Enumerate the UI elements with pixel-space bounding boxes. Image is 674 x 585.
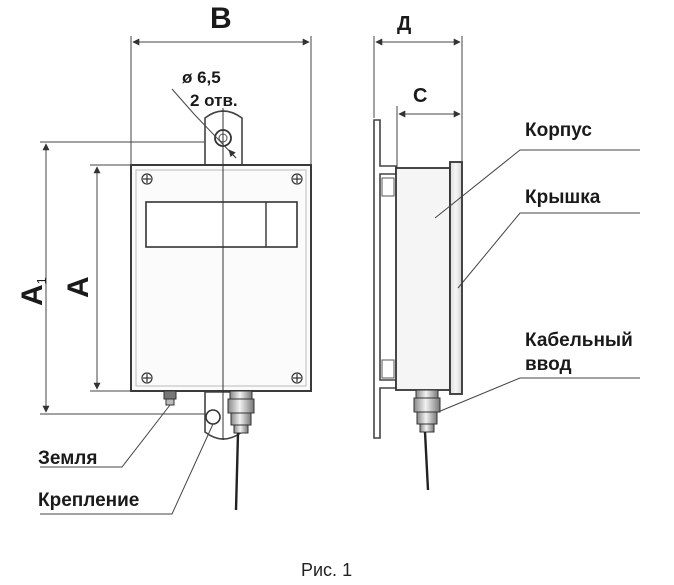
dimension-a-label: А bbox=[62, 276, 95, 298]
side-bracket bbox=[373, 119, 397, 439]
front-housing bbox=[130, 164, 312, 392]
body-label: Корпус bbox=[525, 120, 592, 141]
mount-label: Крепление bbox=[38, 490, 140, 511]
cable-entry-label-line1: Кабельный bbox=[525, 330, 633, 351]
display-window bbox=[145, 201, 298, 248]
dimension-lines bbox=[40, 36, 463, 415]
dimension-a1-main: А bbox=[16, 284, 49, 306]
label-leaders bbox=[40, 149, 640, 515]
bottom-mount-hole bbox=[205, 409, 221, 425]
corner-screws bbox=[141, 173, 303, 384]
front-view bbox=[130, 108, 312, 511]
dimension-a1-label: А1 bbox=[16, 277, 49, 306]
side-lid bbox=[449, 161, 463, 395]
cable-entry-label-line2: ввод bbox=[525, 354, 572, 375]
figure-caption: Рис. 1 bbox=[301, 560, 353, 580]
cover-label: Крышка bbox=[525, 187, 601, 208]
ground-terminal bbox=[163, 390, 177, 406]
front-cable-gland bbox=[227, 390, 255, 511]
dimension-b-label: В bbox=[210, 2, 232, 35]
hole-diameter-label: ø 6,5 bbox=[182, 68, 221, 87]
side-body bbox=[395, 167, 451, 391]
side-cable-gland bbox=[413, 389, 441, 491]
hole-count-label: 2 отв. bbox=[190, 91, 238, 110]
side-view bbox=[373, 119, 463, 491]
dimension-d-label: Д bbox=[397, 13, 412, 35]
dimension-a1-sub: 1 bbox=[34, 277, 49, 285]
dimension-c-label: С bbox=[413, 85, 428, 107]
ground-label: Земля bbox=[38, 448, 98, 469]
